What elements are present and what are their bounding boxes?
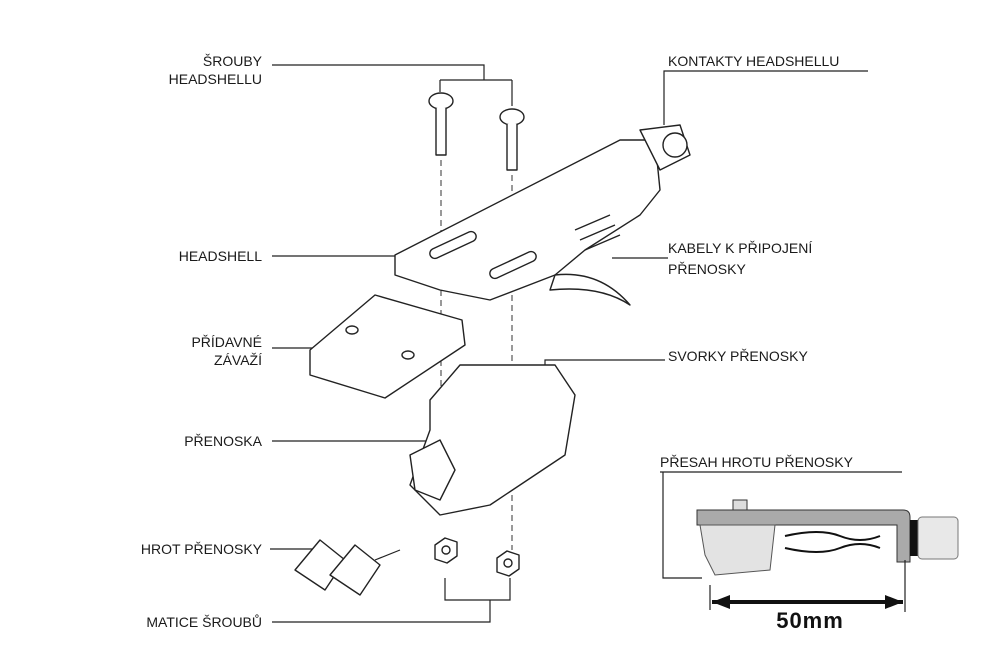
label-weight-2: ZÁVAŽÍ	[214, 352, 262, 368]
label-clips: SVORKY PŘENOSKY	[668, 348, 808, 364]
nuts	[434, 537, 520, 577]
label-stylus: HROT PŘENOSKY	[141, 541, 263, 557]
label-cables-1: KABELY K PŘIPOJENÍ	[668, 240, 812, 256]
overhang-inset	[696, 499, 959, 612]
stylus	[294, 539, 401, 596]
label-contacts: KONTAKTY HEADSHELLU	[668, 53, 839, 69]
additional-weight	[309, 294, 466, 399]
label-screws-1: ŠROUBY	[203, 53, 263, 69]
headshell	[394, 124, 691, 306]
label-overhang: PŘESAH HROTU PŘENOSKY	[660, 454, 854, 470]
label-weight-1: PŘÍDAVNÉ	[191, 334, 262, 350]
label-cables-2: PŘENOSKY	[668, 261, 746, 277]
label-distance: 50mm	[776, 608, 844, 633]
label-screws-2: HEADSHELLU	[169, 71, 262, 87]
label-nuts: MATICE ŠROUBŮ	[146, 613, 262, 630]
label-headshell: HEADSHELL	[179, 248, 262, 264]
label-cartridge: PŘENOSKA	[184, 433, 262, 449]
cartridge	[409, 364, 576, 516]
